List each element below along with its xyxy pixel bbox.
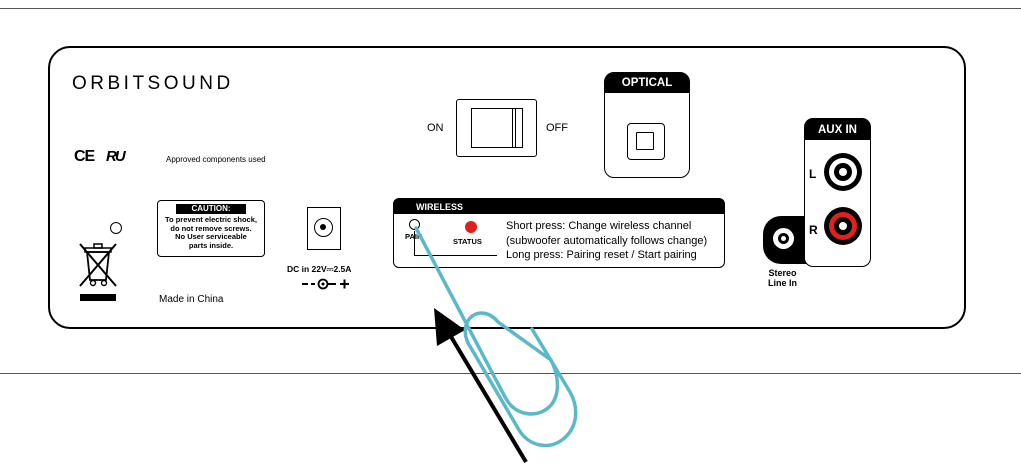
dc-in-label: DC in 22V⎓2.5A — [287, 264, 352, 274]
top-divider — [0, 8, 1021, 9]
switch-off-label: OFF — [546, 122, 568, 134]
wireless-description: Short press: Change wireless channel (su… — [506, 220, 708, 261]
wireless-panel: WIRELESS PAIR STATUS Short press: Change… — [393, 198, 725, 268]
weee-bin-icon — [79, 243, 117, 287]
status-led-icon — [465, 221, 477, 233]
pair-button[interactable] — [409, 219, 420, 230]
dc-polarity-icon — [302, 278, 349, 290]
switch-rocker — [471, 108, 523, 148]
wireless-bracket — [414, 231, 497, 256]
caution-text: To prevent electric shock, do not remove… — [165, 215, 257, 250]
ce-mark-icon: CE — [74, 148, 95, 165]
pair-label: PAIR — [405, 232, 423, 241]
arrow-up-icon — [434, 308, 528, 464]
aux-in-title: AUX IN — [805, 119, 870, 140]
caution-label: CAUTION: To prevent electric shock, do n… — [157, 200, 265, 257]
optical-port-icon — [627, 123, 665, 160]
stereo-line-in-label: Stereo Line In — [768, 268, 797, 288]
aux-left-label: L — [809, 167, 817, 181]
wireless-title: WIRELESS — [394, 199, 724, 214]
ground-circle-icon — [110, 222, 122, 234]
aux-left-jack[interactable] — [824, 153, 862, 191]
aux-right-jack[interactable] — [824, 207, 862, 245]
approved-components-text: Approved components used — [166, 155, 266, 164]
made-in-text: Made in China — [159, 294, 224, 305]
status-label: STATUS — [453, 237, 482, 246]
optical-title: OPTICAL — [605, 73, 689, 93]
dc-jack-icon — [314, 218, 333, 237]
aux-in-panel: AUX IN L R — [804, 118, 871, 267]
caution-title: CAUTION: — [176, 204, 246, 214]
dc-power-jack[interactable] — [307, 207, 341, 250]
switch-on-label: ON — [427, 122, 444, 134]
power-switch[interactable] — [456, 99, 537, 157]
brand-logo: ORBITSOUND — [72, 73, 234, 94]
optical-input[interactable]: OPTICAL — [604, 72, 690, 178]
stereo-line-in-jack[interactable] — [763, 216, 807, 264]
weee-bar — [80, 294, 116, 301]
aux-right-label: R — [809, 223, 818, 237]
stereo-jack-icon — [773, 228, 794, 249]
bottom-divider — [0, 373, 1021, 374]
paperclip-icon — [414, 226, 578, 448]
ul-mark-icon: RU — [106, 148, 126, 165]
